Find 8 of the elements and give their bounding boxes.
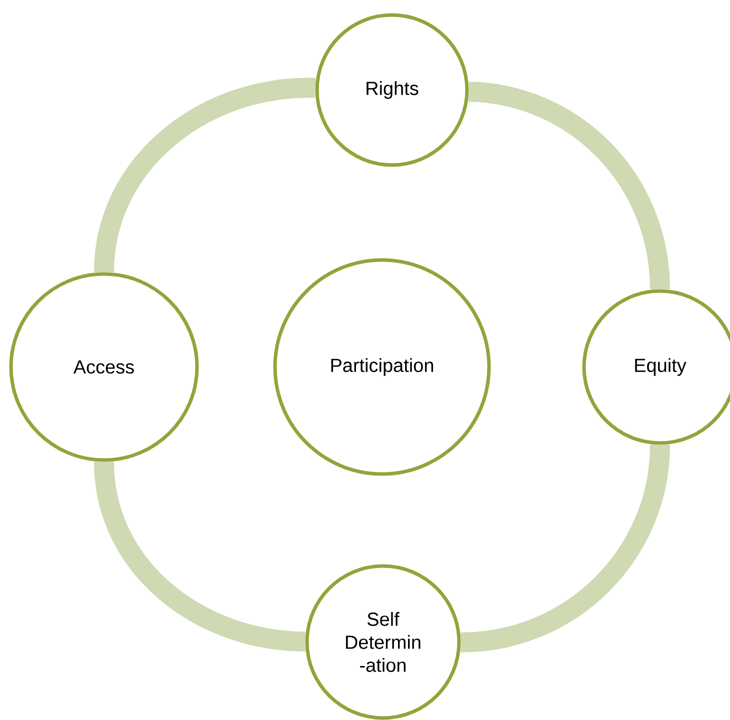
ring-arc xyxy=(94,461,306,652)
circle-node: Self Determin -ation xyxy=(305,564,461,720)
circle-node: Access xyxy=(9,272,199,462)
ring-arc xyxy=(94,78,316,273)
circle-node: Rights xyxy=(315,13,469,167)
ring-arc xyxy=(468,82,670,290)
ring-arc xyxy=(460,444,670,652)
circle-node: Participation xyxy=(273,258,491,476)
